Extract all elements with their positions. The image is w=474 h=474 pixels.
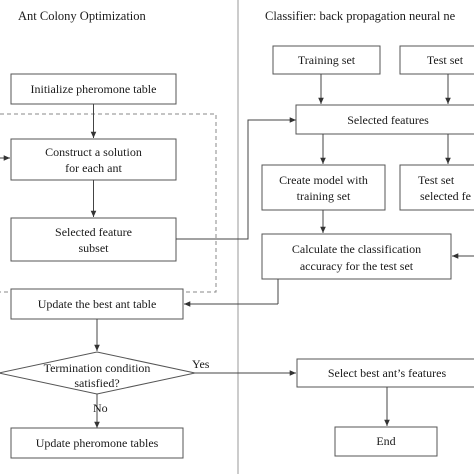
create-model-line2: training set bbox=[297, 189, 351, 203]
selected-features-label: Selected features bbox=[347, 113, 429, 127]
create-model-line1: Create model with bbox=[279, 173, 368, 187]
yes-label: Yes bbox=[192, 357, 210, 371]
termination-label-line1: Termination condition bbox=[44, 361, 151, 375]
selected-features-box bbox=[295, 104, 474, 135]
no-label: No bbox=[93, 401, 108, 415]
calculate-accuracy-box bbox=[261, 233, 452, 280]
initialize-pheromone-label: Initialize pheromone table bbox=[31, 82, 157, 96]
aco-panel-title: Ant Colony Optimization bbox=[18, 9, 147, 23]
construct-solution-label-line1: Construct a solution bbox=[45, 145, 142, 159]
training-set-box bbox=[272, 45, 381, 75]
create-model-box bbox=[261, 164, 386, 211]
training-set-label: Training set bbox=[298, 53, 356, 67]
test-set-box bbox=[399, 45, 474, 75]
termination-label-line2: satisfied? bbox=[74, 376, 119, 390]
calculate-accuracy-line1: Calculate the classification bbox=[292, 242, 421, 256]
initialize-pheromone-box bbox=[10, 73, 177, 105]
classifier-panel-title: Classifier: back propagation neural ne bbox=[265, 9, 456, 23]
select-best-features-box bbox=[296, 358, 474, 388]
test-set-selected-line2: selected fe bbox=[420, 189, 471, 203]
selected-feature-subset-box bbox=[10, 217, 177, 262]
test-set-selected-box bbox=[399, 164, 474, 211]
test-set-selected-line1: Test set bbox=[418, 173, 455, 187]
update-best-ant-label: Update the best ant table bbox=[38, 297, 157, 311]
construct-solution-label-line2: for each ant bbox=[65, 161, 122, 175]
selected-feature-subset-line1: Selected feature bbox=[55, 225, 132, 239]
test-set-label: Test set bbox=[427, 53, 464, 67]
select-best-features-label: Select best ant’s features bbox=[328, 366, 447, 380]
selected-feature-subset-line2: subset bbox=[79, 241, 110, 255]
calculate-accuracy-line2: accuracy for the test set bbox=[300, 259, 414, 273]
update-pheromone-box bbox=[10, 427, 184, 459]
loop-region-dashed bbox=[0, 113, 217, 293]
arrow-subset-to-selected-features bbox=[176, 117, 296, 240]
update-pheromone-label: Update pheromone tables bbox=[36, 436, 159, 450]
end-box bbox=[334, 426, 438, 457]
end-label: End bbox=[376, 434, 395, 448]
